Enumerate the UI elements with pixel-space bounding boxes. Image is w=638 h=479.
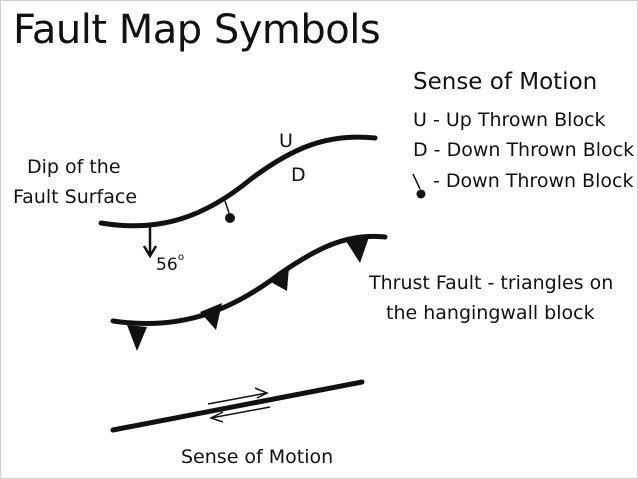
strike-slip-fault-line — [110, 379, 365, 433]
dip-label-line2: Fault Surface — [13, 186, 138, 208]
thrust-triangle-icon — [200, 303, 222, 330]
normal-fault-line — [98, 134, 378, 229]
legend-up-thrown: U - Up Thrown Block — [413, 109, 606, 131]
slide-title: Fault Map Symbols — [13, 7, 381, 53]
legend-tick-down-thrown: - Down Thrown Block — [433, 170, 634, 192]
dip-arrow-icon — [142, 227, 158, 259]
normal-fault-tick-ball-icon — [224, 200, 235, 223]
thrust-triangle-icon — [346, 237, 369, 263]
fault-up-label: U — [279, 130, 293, 152]
thrust-fault-label-line1: Thrust Fault - triangles on — [369, 272, 614, 294]
thrust-triangle-icon — [269, 267, 289, 291]
dip-angle-value: 56 — [156, 255, 178, 275]
strike-slip-motion-label: Sense of Motion — [181, 446, 334, 468]
legend-heading: Sense of Motion — [413, 69, 598, 95]
thrust-triangle-icon — [127, 325, 147, 351]
dip-label-line1: Dip of the — [27, 156, 121, 178]
legend-down-thrown: D - Down Thrown Block — [413, 139, 635, 161]
fault-down-label: D — [291, 164, 306, 186]
sense-of-motion-arrows-icon — [207, 387, 271, 423]
legend-tick-ball-icon — [412, 173, 426, 199]
dip-degree-mark: o — [178, 252, 185, 263]
thrust-fault-label-line2: the hangingwall block — [386, 302, 595, 324]
